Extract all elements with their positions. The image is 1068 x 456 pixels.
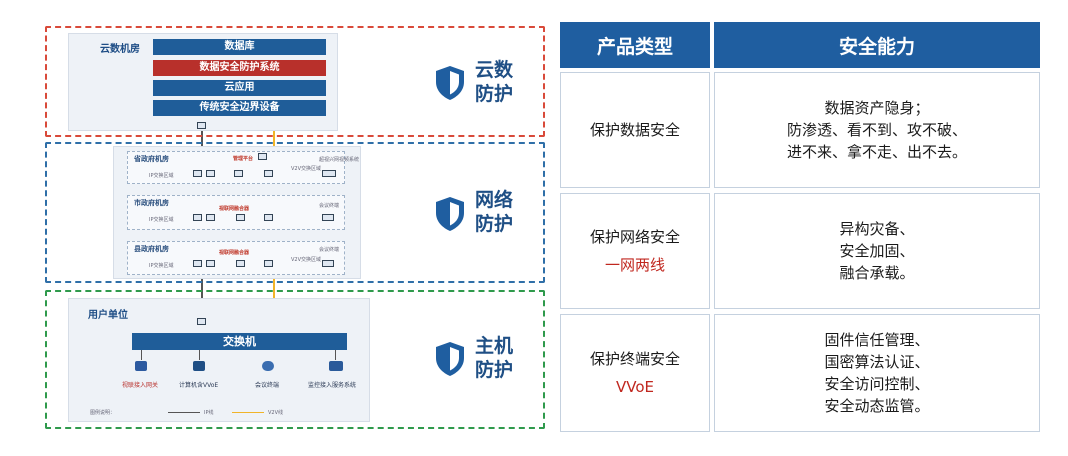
row-type-label: 保护终端安全	[589, 350, 680, 368]
monitor-service-caption: 监控接入服务系统	[308, 382, 357, 389]
provincial-room-title: 省政府机房	[134, 155, 169, 163]
database-bar: 数据库	[153, 39, 326, 55]
row-type-terminal: 保护终端安全 VVoE	[560, 314, 710, 432]
capability-line: 固件信任管理、	[824, 331, 930, 349]
drop-line	[335, 350, 336, 360]
switch-icon	[193, 214, 202, 221]
switch-icon	[236, 214, 245, 221]
county-ip-zone: IP交换区域	[149, 263, 174, 269]
switch-icon	[193, 260, 202, 267]
conference-terminal-icon	[262, 361, 274, 371]
row-capability-terminal: 固件信任管理、 国密算法认证、 安全访问控制、 安全动态监管。	[714, 314, 1040, 432]
zone-label-network: 网络防护	[475, 189, 514, 235]
gateway-icon	[135, 361, 147, 371]
provincial-right-device: 超视兴网视频系统	[319, 157, 360, 163]
row-type-network: 保护网络安全 一网两线	[560, 193, 710, 309]
switch-icon	[206, 260, 215, 267]
switch-icon	[193, 170, 202, 177]
host-protection-zone	[45, 290, 545, 429]
capability-line: 融合承载。	[839, 264, 915, 282]
city-room-title: 市政府机房	[134, 199, 169, 207]
provincial-room	[127, 151, 345, 184]
capability-line: 异构灾备、	[839, 220, 915, 238]
city-right-device: 会议终端	[319, 203, 340, 209]
network-protection-zone	[45, 142, 545, 283]
data-security-system-bar: 数据安全防护系统	[153, 60, 326, 76]
city-ip-zone: IP交换区域	[149, 217, 174, 223]
terminal-icon	[322, 260, 334, 267]
drop-line	[141, 350, 142, 360]
cloud-protection-zone	[45, 26, 545, 137]
county-room-title: 县政府机房	[134, 245, 169, 253]
provincial-ip-zone: IP交换区域	[149, 173, 174, 179]
capability-line: 安全访问控制、	[824, 375, 930, 393]
switch-icon	[236, 260, 245, 267]
computer-caption: 计算机含VVoE	[179, 382, 219, 389]
provincial-v2v-zone: V2V交换区域	[291, 166, 322, 172]
county-right-device: 会议终端	[319, 247, 340, 253]
shield-icon	[436, 342, 464, 376]
switch-icon	[264, 170, 273, 177]
router-icon	[197, 122, 206, 129]
legend-title: 图例说明：	[90, 410, 116, 416]
cloud-room-title: 云数机房	[100, 44, 140, 55]
zone-label-cloud: 云数防护	[475, 59, 514, 105]
terminal-icon	[322, 214, 334, 221]
switch-icon	[264, 214, 273, 221]
zone-label-host: 主机防护	[475, 335, 514, 381]
capability-line: 安全动态监管。	[824, 397, 930, 415]
legend-ip-label: IP线	[204, 410, 214, 416]
conference-terminal-caption: 会议终端	[255, 382, 280, 389]
boundary-device-bar: 传统安全边界设备	[153, 100, 326, 116]
row-capability-network: 异构灾备、 安全加固、 融合承载。	[714, 193, 1040, 309]
monitor-service-icon	[329, 361, 343, 371]
county-fusion-label: 视联网融合器	[219, 250, 250, 256]
capability-line: 安全加固、	[839, 242, 915, 260]
row-type-sub: 一网两线	[604, 256, 665, 274]
row-capability-data: 数据资产隐身； 防渗透、看不到、攻不破、 进不来、拿不走、出不去。	[714, 72, 1040, 188]
capability-line: 防渗透、看不到、攻不破、	[786, 121, 967, 139]
row-type-data: 保护数据安全	[560, 72, 710, 188]
shield-icon	[436, 66, 464, 100]
switch-icon	[234, 170, 243, 177]
mgmt-platform-label: 管理平台	[233, 156, 254, 162]
switch-bar: 交换机	[132, 333, 347, 350]
row-type-label: 保护数据安全	[589, 121, 680, 139]
user-unit-title: 用户单位	[88, 310, 128, 321]
city-fusion-label: 视联网融合器	[219, 206, 250, 212]
capability-line: 国密算法认证、	[824, 353, 930, 371]
gateway-caption: 视联接入网关	[122, 382, 159, 389]
header-product-type: 产品类型	[560, 22, 710, 68]
switch-icon	[206, 170, 215, 177]
legend-ip-swatch	[168, 412, 200, 413]
capability-line: 数据资产隐身；	[824, 99, 930, 117]
legend-v2v-label: V2V线	[268, 410, 284, 416]
user-unit-panel	[68, 298, 370, 422]
row-type-label: 保护网络安全	[589, 228, 680, 246]
capability-line: 进不来、拿不走、出不去。	[786, 143, 967, 161]
drop-line	[199, 350, 200, 360]
row-type-sub: VVoE	[615, 378, 654, 396]
system-icon	[322, 170, 336, 177]
router-icon	[197, 318, 206, 325]
county-v2v-zone: V2V交换区域	[291, 257, 322, 263]
cloud-app-bar: 云应用	[153, 80, 326, 96]
switch-icon	[264, 260, 273, 267]
shield-icon	[436, 197, 464, 231]
header-security-capability: 安全能力	[714, 22, 1040, 68]
switch-icon	[206, 214, 215, 221]
city-room	[127, 195, 345, 230]
county-room	[127, 241, 345, 275]
server-icon	[258, 153, 267, 160]
legend-v2v-swatch	[232, 412, 264, 413]
computer-icon	[193, 361, 205, 371]
